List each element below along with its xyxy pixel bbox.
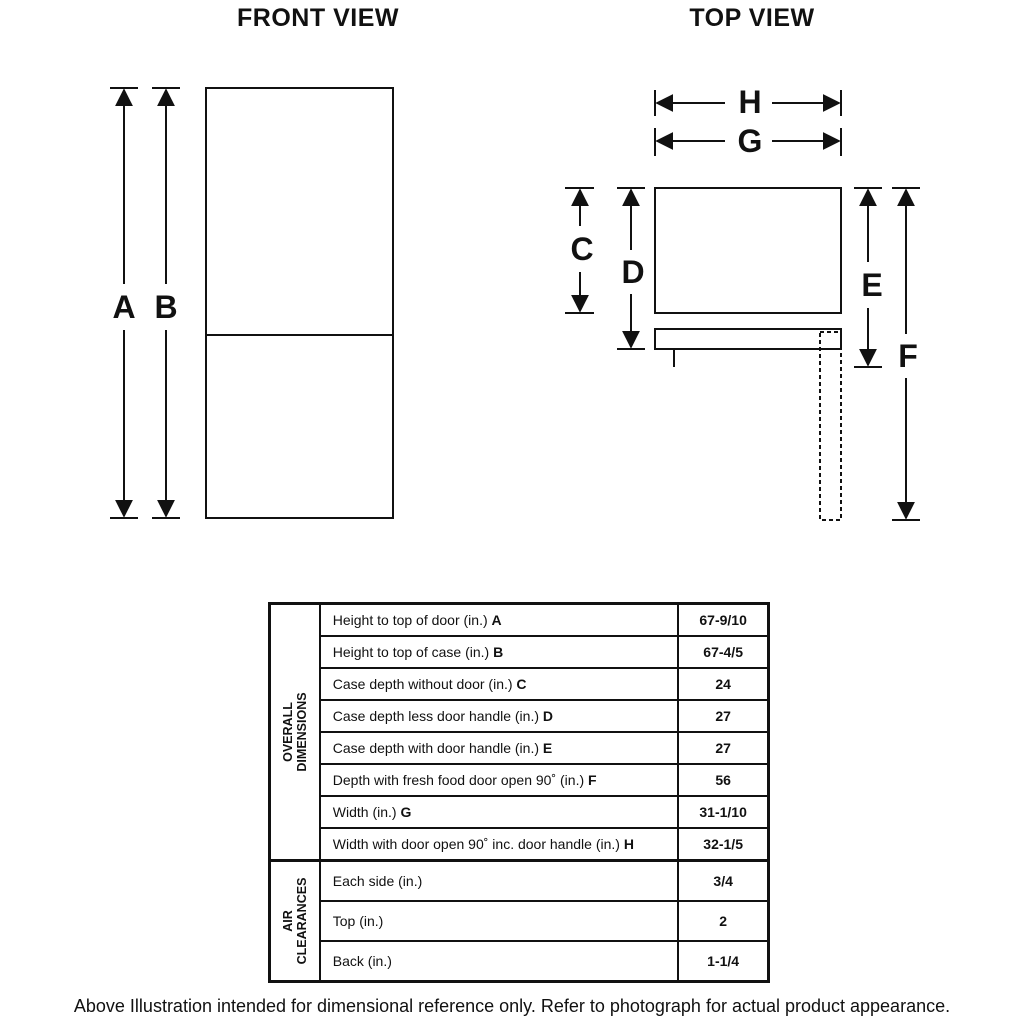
dimension-diagram: A B C D E F G H	[110, 84, 920, 521]
dim-letter-c: C	[570, 231, 593, 267]
row-value: 3/4	[677, 859, 770, 902]
dim-letter-g: G	[738, 123, 763, 159]
row-value: 27	[677, 699, 770, 733]
dim-letter-d: D	[621, 254, 644, 290]
table-row: Height to top of case (in.) B 67-4/5	[270, 635, 770, 669]
row-letter: H	[623, 836, 634, 852]
row-value: 31-1/10	[677, 795, 770, 829]
row-label: Case depth less door handle (in.) D	[318, 699, 680, 733]
row-letter: G	[400, 804, 412, 820]
row-letter: B	[493, 644, 504, 660]
row-label-text: Back (in.)	[332, 953, 392, 969]
row-value: 1-1/4	[677, 940, 770, 983]
table-row: Depth with fresh food door open 90˚ (in.…	[270, 763, 770, 797]
row-value: 27	[677, 731, 770, 765]
table-row: Case depth less door handle (in.) D 27	[270, 699, 770, 733]
row-label: Width with door open 90˚ inc. door handl…	[318, 827, 680, 862]
dim-letter-a: A	[112, 289, 135, 325]
group-text-air-clearances: AIR CLEARANCES	[280, 877, 309, 965]
table-row: OVERALL DIMENSIONS Height to top of door…	[268, 602, 770, 862]
row-value: 67-9/10	[677, 602, 770, 637]
dim-letter-f: F	[898, 338, 918, 374]
row-label: Height to top of door (in.) A	[318, 602, 680, 637]
dimensions-table: OVERALL DIMENSIONS Height to top of door…	[268, 602, 770, 983]
table-row: Width (in.) G 31-1/10	[270, 795, 770, 829]
dim-letter-h: H	[738, 84, 761, 120]
row-label: Top (in.)	[318, 900, 680, 942]
table-row: Width with door open 90˚ inc. door handl…	[270, 827, 770, 862]
row-label: Case depth with door handle (in.) E	[318, 731, 680, 765]
dim-letter-b: B	[154, 289, 177, 325]
row-letter: A	[491, 612, 502, 628]
row-label: Each side (in.)	[318, 859, 680, 902]
table-row: Case depth without door (in.) C 24	[270, 667, 770, 701]
top-door-outline	[654, 328, 842, 350]
row-label: Height to top of case (in.) B	[318, 635, 680, 669]
row-label-text: Top (in.)	[332, 913, 384, 929]
group-label-overall-dimensions: OVERALL DIMENSIONS	[268, 602, 321, 862]
row-value: 32-1/5	[677, 827, 770, 862]
row-label-text: Height to top of case (in.)	[332, 644, 490, 660]
row-label-text: Each side (in.)	[332, 873, 423, 889]
row-label-text: Case depth with door handle (in.)	[332, 740, 539, 756]
top-view-title: TOP VIEW	[689, 4, 815, 32]
table-row: Case depth with door handle (in.) E 27	[270, 731, 770, 765]
row-label-text: Width (in.)	[332, 804, 397, 820]
group-label-air-clearances: AIR CLEARANCES	[268, 859, 321, 983]
table-row: Back (in.) 1-1/4	[270, 940, 770, 983]
row-label-text: Height to top of door (in.)	[332, 612, 488, 628]
open-door-dashed-outline	[819, 331, 842, 521]
disclaimer-footnote: Above Illustration intended for dimensio…	[73, 996, 951, 1016]
top-case-outline	[654, 187, 842, 314]
row-label-text: Depth with fresh food door open 90˚ (in.…	[332, 772, 585, 788]
row-letter: E	[542, 740, 553, 756]
row-letter: F	[588, 772, 597, 788]
row-label-text: Case depth less door handle (in.)	[332, 708, 539, 724]
dim-letter-e: E	[861, 267, 882, 303]
row-label: Depth with fresh food door open 90˚ (in.…	[318, 763, 680, 797]
row-label-text: Width with door open 90˚ inc. door handl…	[332, 836, 620, 852]
row-label: Case depth without door (in.) C	[318, 667, 680, 701]
table-row: AIR CLEARANCES Each side (in.) 3/4	[268, 859, 770, 983]
table-row: Top (in.) 2	[270, 900, 770, 942]
row-value: 67-4/5	[677, 635, 770, 669]
row-label: Width (in.) G	[318, 795, 680, 829]
row-value: 24	[677, 667, 770, 701]
row-value: 2	[677, 900, 770, 942]
row-value: 56	[677, 763, 770, 797]
row-letter: D	[542, 708, 554, 724]
group-text-overall-dimensions: OVERALL DIMENSIONS	[280, 692, 309, 772]
front-refrigerator-outline	[205, 87, 394, 519]
row-label: Back (in.)	[318, 940, 680, 983]
front-view-title: FRONT VIEW	[237, 4, 399, 32]
row-label-text: Case depth without door (in.)	[332, 676, 513, 692]
row-letter: C	[516, 676, 527, 692]
